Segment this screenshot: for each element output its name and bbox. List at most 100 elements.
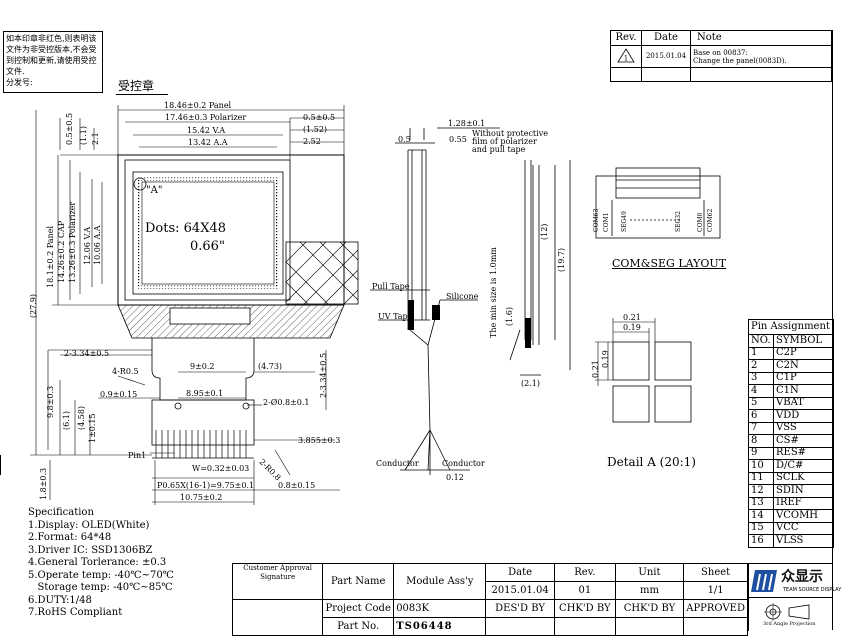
side-dim-012: 0.12 <box>446 473 464 482</box>
notice-line: 文件为非受控版本,不会受 <box>6 45 97 54</box>
crosshatch-lines <box>285 241 359 305</box>
specification-block: Specification 1.Display: OLED(White) 2.F… <box>28 507 174 620</box>
dim-334: 2-3.34±0.5 <box>64 349 110 358</box>
title-block-table: Customer Approval Signature Part Name Mo… <box>231 563 748 636</box>
rev-value: 01 <box>553 581 616 600</box>
company-block: 众显示 TEAM SOURCE DISPLAY 3rd Angle Projec… <box>748 563 841 631</box>
spec-item: 6.DUTY:1/48 <box>28 594 92 606</box>
pin-number: 8 <box>748 434 774 448</box>
driver-ic <box>169 307 251 325</box>
stamp-label: 受控章 <box>118 79 155 93</box>
pin-number: 14 <box>748 509 774 523</box>
dim-hole: 2-Ø0.8±0.1 <box>263 398 310 407</box>
dim-w032: W=0.32±0.03 <box>192 464 250 473</box>
stamp-line <box>116 94 168 95</box>
dim-9: 9±0.2 <box>190 362 215 371</box>
dim-va-width: 15.42 V.A <box>187 126 226 135</box>
pin-symbol: IREF <box>773 496 834 510</box>
dim-252: 2.52 <box>303 137 321 146</box>
customer-approval: Customer Approval Signature <box>231 563 324 600</box>
aa-inner <box>141 181 275 285</box>
part-no-label: Part No. <box>322 617 395 636</box>
customer-approval-line: Customer Approval <box>243 564 312 572</box>
uv-tape-label: UV Tape <box>378 312 413 321</box>
revision-triangle-icon: 1 <box>617 47 635 62</box>
dim-polarizer-width: 17.46±0.3 Polarizer <box>165 113 247 122</box>
detail-dim-019: 0.19 <box>623 323 641 332</box>
com-seg-title: COM&SEG LAYOUT <box>612 257 727 270</box>
dim-09: 0.9±0.15 <box>100 390 138 399</box>
rev-note-line: Base on 00837: <box>693 48 748 57</box>
customer-approval-line: Signature <box>260 573 296 581</box>
fpc-hole-left <box>174 402 182 410</box>
unit-header: Unit <box>614 563 685 582</box>
spec-item: Storage temp: -40℃~85℃ <box>28 582 173 593</box>
silicone-label: Silicone <box>446 292 479 301</box>
pin-symbol: VSS <box>773 421 834 435</box>
pin-symbol: C2N <box>773 359 834 373</box>
pin-symbol: C1P <box>773 371 834 385</box>
spec-item: 7.RoHS Compliant <box>28 607 123 618</box>
signoff-chk1: CHK'D BY <box>553 599 616 618</box>
pin-number: 5 <box>748 396 774 410</box>
dim-1075: 10.75±0.2 <box>180 493 223 502</box>
pin-number: 7 <box>748 421 774 435</box>
pin-symbol: C2P <box>773 346 834 360</box>
side-note-line: Without protective <box>472 129 548 138</box>
notice-line: 文件. <box>6 67 25 76</box>
pin-symbol: VCOMH <box>773 509 834 523</box>
side-dim-05: 0.5 <box>398 135 411 144</box>
pin-symbol: CS# <box>773 434 834 448</box>
detail-vdim-021: 0.21 <box>591 360 600 378</box>
pin-number: 9 <box>748 446 774 460</box>
detail-vdim-019: 0.19 <box>601 350 610 368</box>
company-logo-icon <box>751 570 777 592</box>
detail-dim-021: 0.21 <box>623 313 641 322</box>
dots-label: Dots: 64X48 <box>145 221 226 236</box>
rev-header: Rev. <box>553 563 616 582</box>
side-note-line: film of polarizer <box>472 137 537 146</box>
pin-symbol: SDIN <box>773 484 834 498</box>
side-dim-21: (2.1) <box>521 379 540 388</box>
spec-item: 4.General Torlerance: ±0.3 <box>28 557 167 568</box>
part-name-label: Part Name <box>322 563 395 600</box>
size-label: 0.66" <box>190 239 225 254</box>
dim-3855: 3.855±0.3 <box>298 436 341 445</box>
pin-no-header: NO. <box>748 334 774 348</box>
pin-symbol: VLSS <box>773 534 834 548</box>
pin-symbol: C1N <box>773 384 834 398</box>
dim-r05: 4-R0.5 <box>112 367 139 376</box>
fpc-pins <box>155 430 247 458</box>
pin-symbol: D/C# <box>773 459 834 473</box>
fpc-tail <box>151 399 255 446</box>
pin-number: 11 <box>748 471 774 485</box>
dim-p065: P0.65X(16-1)=9.75±0.1 <box>157 481 255 490</box>
pin-symbol-header: SYMBOL <box>773 334 834 348</box>
date-header: Date <box>485 563 555 582</box>
date-value: 2015.01.04 <box>485 581 555 600</box>
company-divider <box>749 597 833 598</box>
signoff-des: DES'D BY <box>485 599 555 618</box>
dim-08: 0.8±0.15 <box>278 481 316 490</box>
sheet-value: 1/1 <box>683 581 748 600</box>
revision-table: Rev. Date Note 1 2015.01.04 Base on 0083… <box>610 30 832 82</box>
pin-symbol: SCLK <box>773 471 834 485</box>
unit-value: mm <box>614 581 685 600</box>
side-dim-128: 1.28±0.1 <box>448 119 486 128</box>
dim-panel-width: 18.46±0.2 Panel <box>164 101 232 110</box>
rev-note-line: Change the panel(0083D). <box>693 56 787 65</box>
side-note: Without protective film of polarizer and… <box>472 130 548 154</box>
signoff-approved: APPROVED <box>683 599 748 618</box>
pin-number: 10 <box>748 459 774 473</box>
control-notice: 如本印章非红色,则表明该 文件为非受控版本,不会受 到控制和更新,请使用受控 文… <box>3 31 103 93</box>
